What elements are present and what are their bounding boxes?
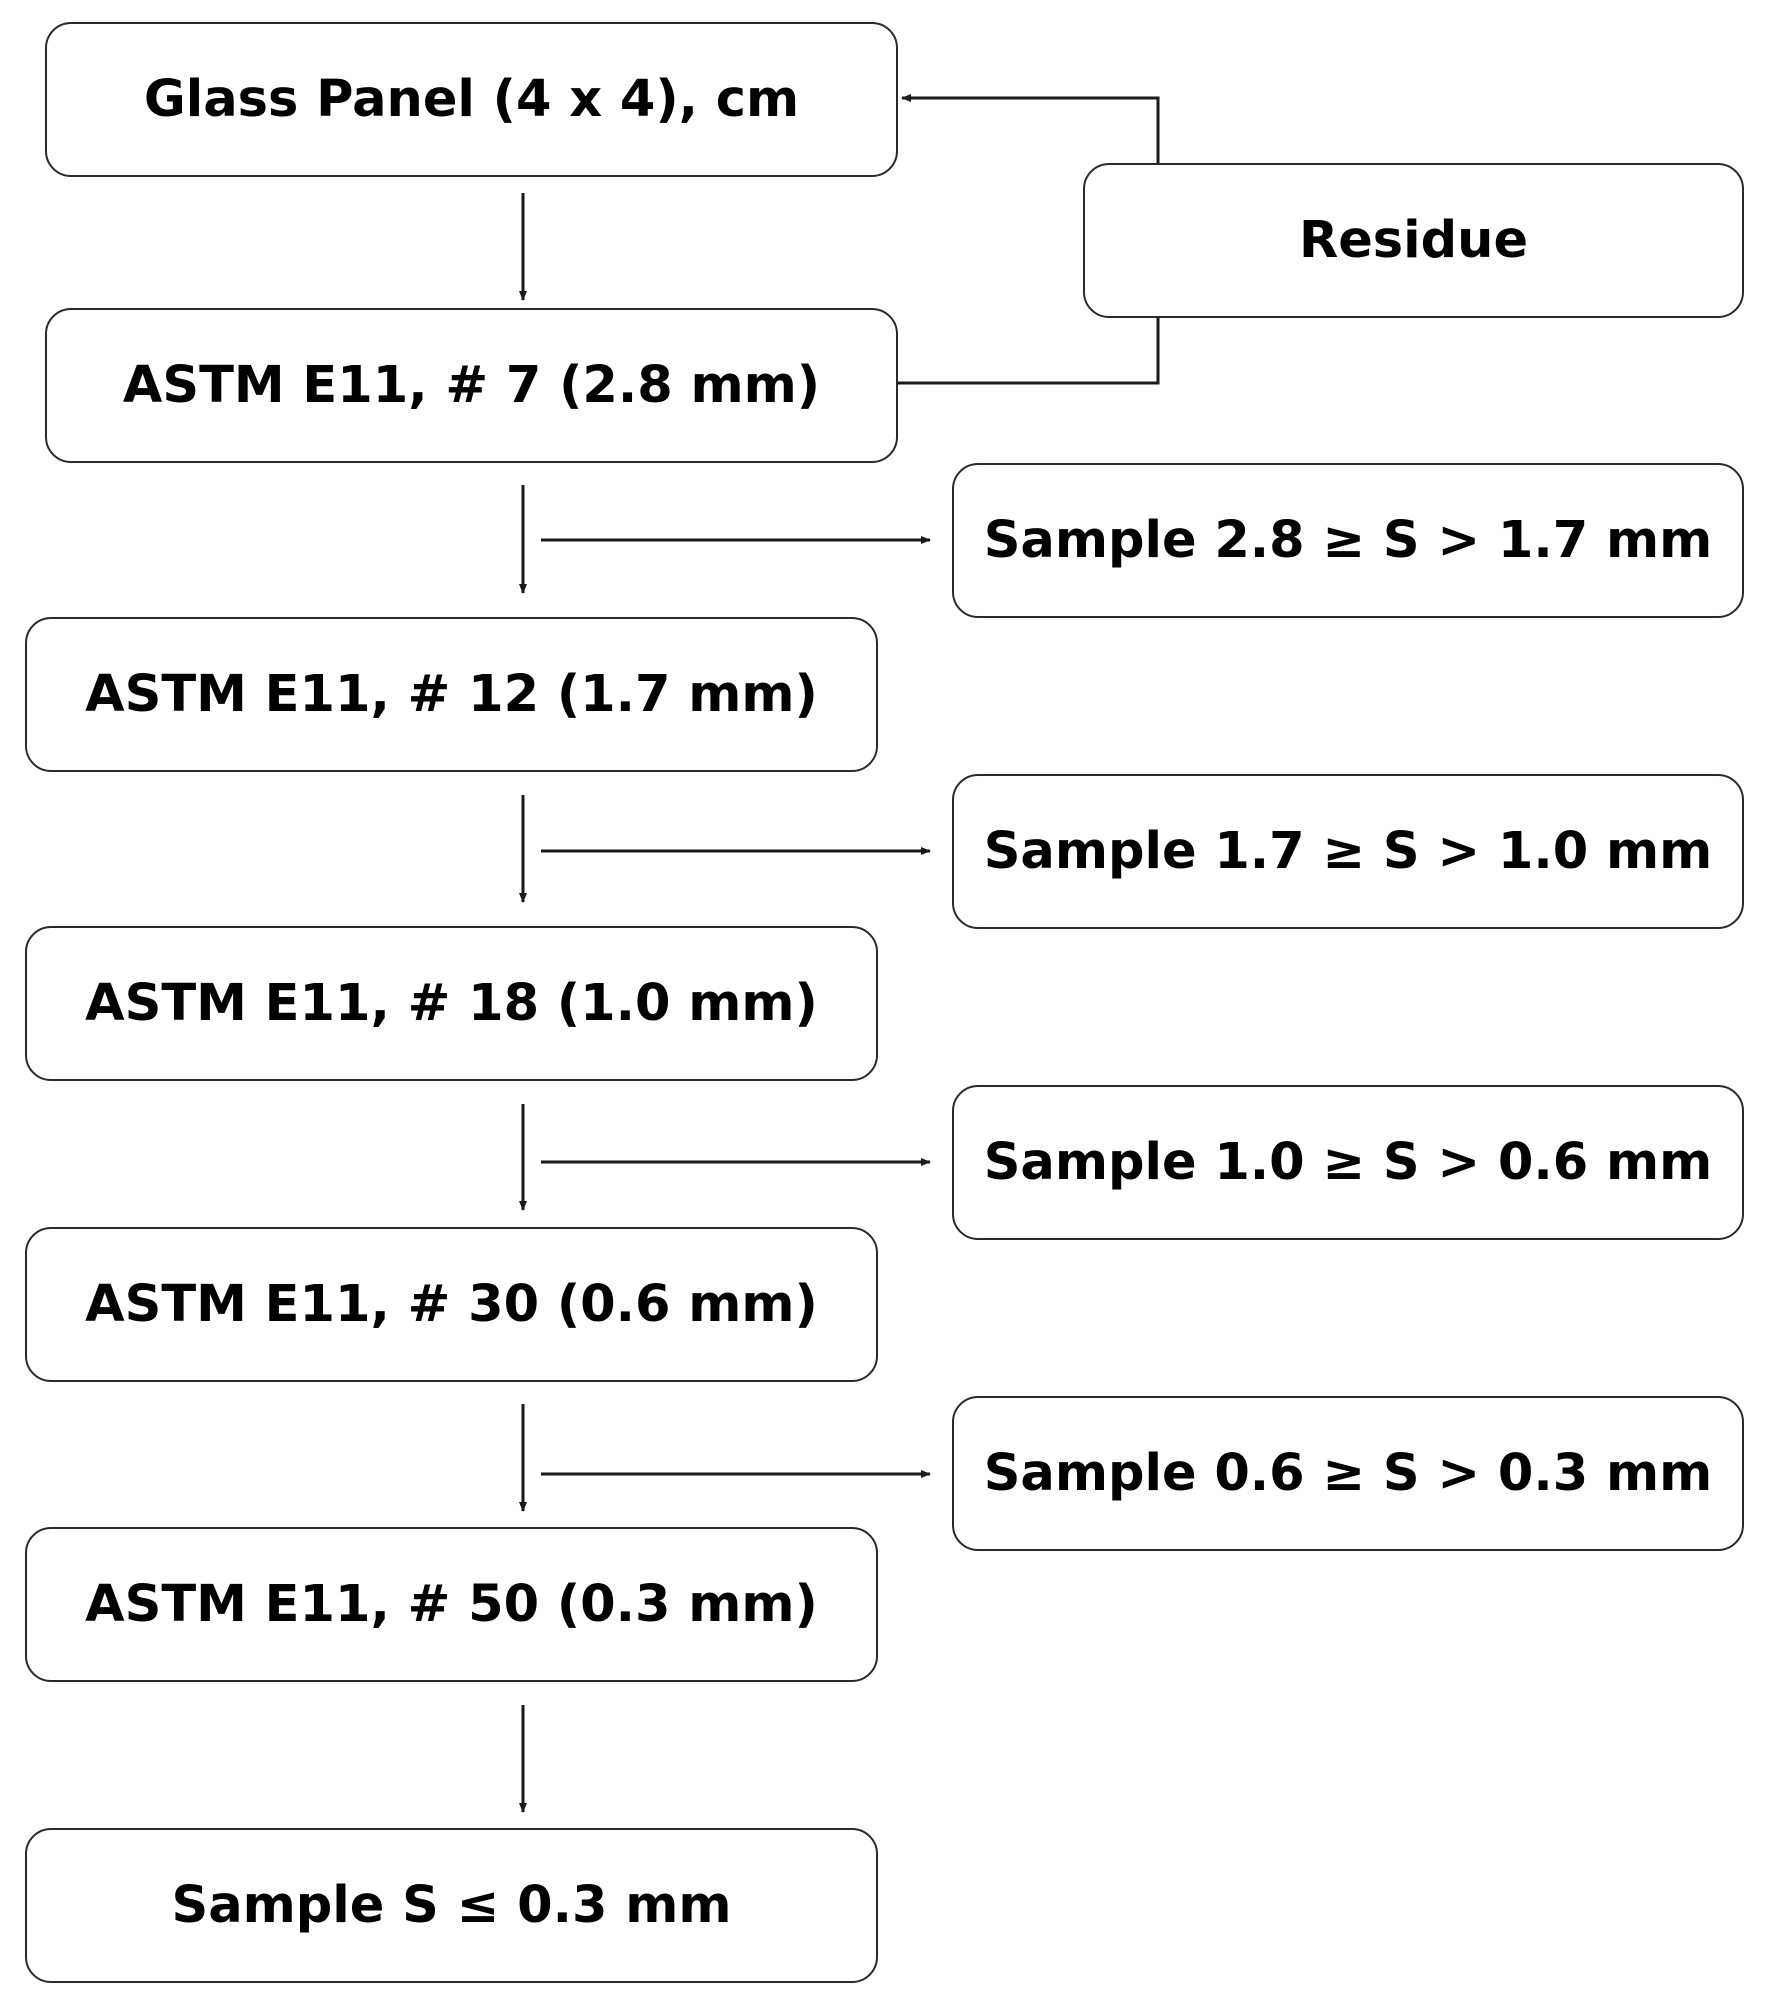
sample-2-box: Sample 1.7 ≥ S > 1.0 mm [952,774,1744,929]
sample-3-label: Sample 1.0 ≥ S > 0.6 mm [983,1133,1713,1192]
sample-1-box: Sample 2.8 ≥ S > 1.7 mm [952,463,1744,618]
sieve-7-label: ASTM E11, # 7 (2.8 mm) [122,356,821,415]
sample-4-label: Sample 0.6 ≥ S > 0.3 mm [983,1444,1713,1503]
sieve-7-box: ASTM E11, # 7 (2.8 mm) [45,308,898,463]
sample-3-box: Sample 1.0 ≥ S > 0.6 mm [952,1085,1744,1240]
glass-panel-box: Glass Panel (4 x 4), cm [45,22,898,177]
sieve-12-box: ASTM E11, # 12 (1.7 mm) [25,617,878,772]
sample-2-label: Sample 1.7 ≥ S > 1.0 mm [983,822,1713,881]
sample-1-label: Sample 2.8 ≥ S > 1.7 mm [983,511,1713,570]
glass-panel-label: Glass Panel (4 x 4), cm [143,70,800,129]
sieve-18-box: ASTM E11, # 18 (1.0 mm) [25,926,878,1081]
sieve-12-label: ASTM E11, # 12 (1.7 mm) [85,665,818,724]
final-sample-label: Sample S ≤ 0.3 mm [171,1876,732,1935]
sieve-18-label: ASTM E11, # 18 (1.0 mm) [85,974,818,1033]
sieve-30-box: ASTM E11, # 30 (0.6 mm) [25,1227,878,1382]
sample-4-box: Sample 0.6 ≥ S > 0.3 mm [952,1396,1744,1551]
residue-label: Residue [1298,211,1529,270]
line-sieve7-to-residue [898,318,1160,385]
sieve-50-label: ASTM E11, # 50 (0.3 mm) [85,1575,818,1634]
residue-box: Residue [1083,163,1744,318]
sieve-30-label: ASTM E11, # 30 (0.6 mm) [85,1275,818,1334]
sieve-50-box: ASTM E11, # 50 (0.3 mm) [25,1527,878,1682]
arrow-residue-to-glass [901,94,1160,163]
final-sample-box: Sample S ≤ 0.3 mm [25,1828,878,1983]
